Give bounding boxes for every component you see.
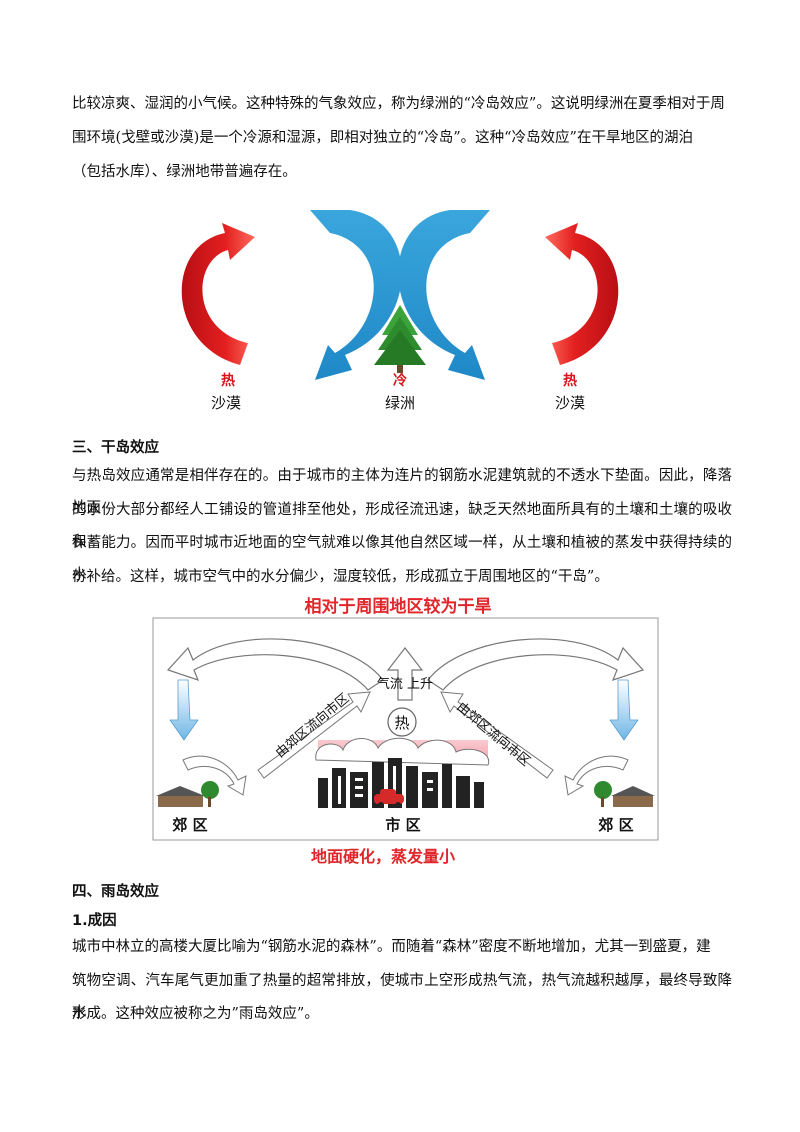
cold-label: 冷 bbox=[393, 372, 407, 389]
sec4-line-1: 城市中林立的高楼大厦比喻为“钢筋水泥的森林”。而随着“森林”密度不断地增加，尤其… bbox=[72, 939, 711, 955]
updraft-arrow bbox=[386, 647, 424, 701]
city-buildings bbox=[318, 758, 484, 808]
sec3-line-4: 份补给。这样，城市空气中的水分偏少，湿度较低，形成孤立于周围地区的“干岛”。 bbox=[72, 569, 609, 585]
sec4-line-3: 形成。这种效应被称之为”雨岛效应”。 bbox=[72, 1006, 319, 1022]
sec3-line-3: 保蓄能力。因而平时城市近地面的空气就难以像其他自然区域一样，从土壤和植被的蒸发中… bbox=[72, 535, 732, 583]
arc-top-left bbox=[166, 638, 384, 691]
dry-title: 相对于周围地区较为干旱 bbox=[305, 596, 492, 617]
desert-label-right: 沙漠 bbox=[555, 394, 585, 412]
oasis-label: 绿洲 bbox=[385, 394, 415, 412]
hot-arc-right bbox=[545, 223, 619, 365]
village-right-icon bbox=[594, 781, 655, 807]
heat-circle bbox=[387, 707, 417, 737]
curl-left bbox=[182, 755, 247, 796]
intro-line-3: （包括水库）、绿洲地带普遍存在。 bbox=[72, 164, 297, 180]
desert-label-left: 沙漠 bbox=[211, 394, 241, 412]
flow-arrow-left bbox=[257, 691, 371, 779]
car-icon bbox=[374, 789, 404, 808]
sec4-line-2: 筑物空调、汽车尾气更加重了热量的超常排放，使城市上空形成热气流，热气流越积越厚，… bbox=[72, 973, 732, 1021]
suburb-label-right: 郊 区 bbox=[598, 816, 633, 834]
suburb-label-left: 郊 区 bbox=[172, 816, 207, 834]
updraft-label: 气流 上升 bbox=[377, 676, 433, 692]
sec3-line-1: 与热岛效应通常是相伴存在的。由于城市的主体为连片的钢筋水泥建筑就的不透水下垫面。… bbox=[72, 468, 732, 516]
cloud-cluster bbox=[315, 737, 490, 766]
section-4-sub: 1.成因 bbox=[72, 913, 117, 929]
dry-island-figure: 相对于周围地区较为干旱 由郊区流向市区 由郊区流向市区 气流 上升 热 bbox=[152, 596, 659, 866]
down-arrow-left bbox=[169, 679, 199, 741]
intro-line-1: 比较凉爽、湿润的小气候。这种特殊的气象效应，称为绿洲的“冷岛效应”。这说明绿洲在… bbox=[72, 96, 725, 112]
tree-icon bbox=[374, 305, 426, 373]
hot-arc-left bbox=[181, 223, 255, 365]
heat-label: 热 bbox=[394, 714, 409, 732]
cold-arc-left bbox=[310, 210, 402, 380]
cold-arc-right bbox=[398, 210, 490, 380]
cold-island-figure: 热 沙漠 冷 绿洲 热 沙漠 bbox=[181, 210, 619, 412]
down-arrow-right bbox=[609, 679, 639, 741]
flow-arrow-right bbox=[440, 691, 554, 779]
intro-line-2: 围环境(戈壁或沙漠)是一个冷源和湿源，即相对独立的“冷岛”。这种“冷岛效应”在干… bbox=[72, 130, 693, 146]
bottom-caption: 地面硬化，蒸发量小 bbox=[311, 847, 455, 866]
curl-right bbox=[564, 755, 629, 796]
hot-label-right: 热 bbox=[563, 372, 577, 389]
hot-label-left: 热 bbox=[221, 372, 235, 389]
sec3-line-2: 的水份大部分都经人工铺设的管道排至他处，形成径流迅速，缺乏天然地面所具有的土壤和… bbox=[72, 502, 732, 550]
section-3-heading: 三、干岛效应 bbox=[72, 440, 159, 456]
city-label: 市 区 bbox=[385, 816, 420, 834]
section-4-heading: 四、雨岛效应 bbox=[72, 884, 159, 900]
arc-top-right bbox=[427, 638, 645, 691]
village-left-icon bbox=[156, 781, 219, 807]
